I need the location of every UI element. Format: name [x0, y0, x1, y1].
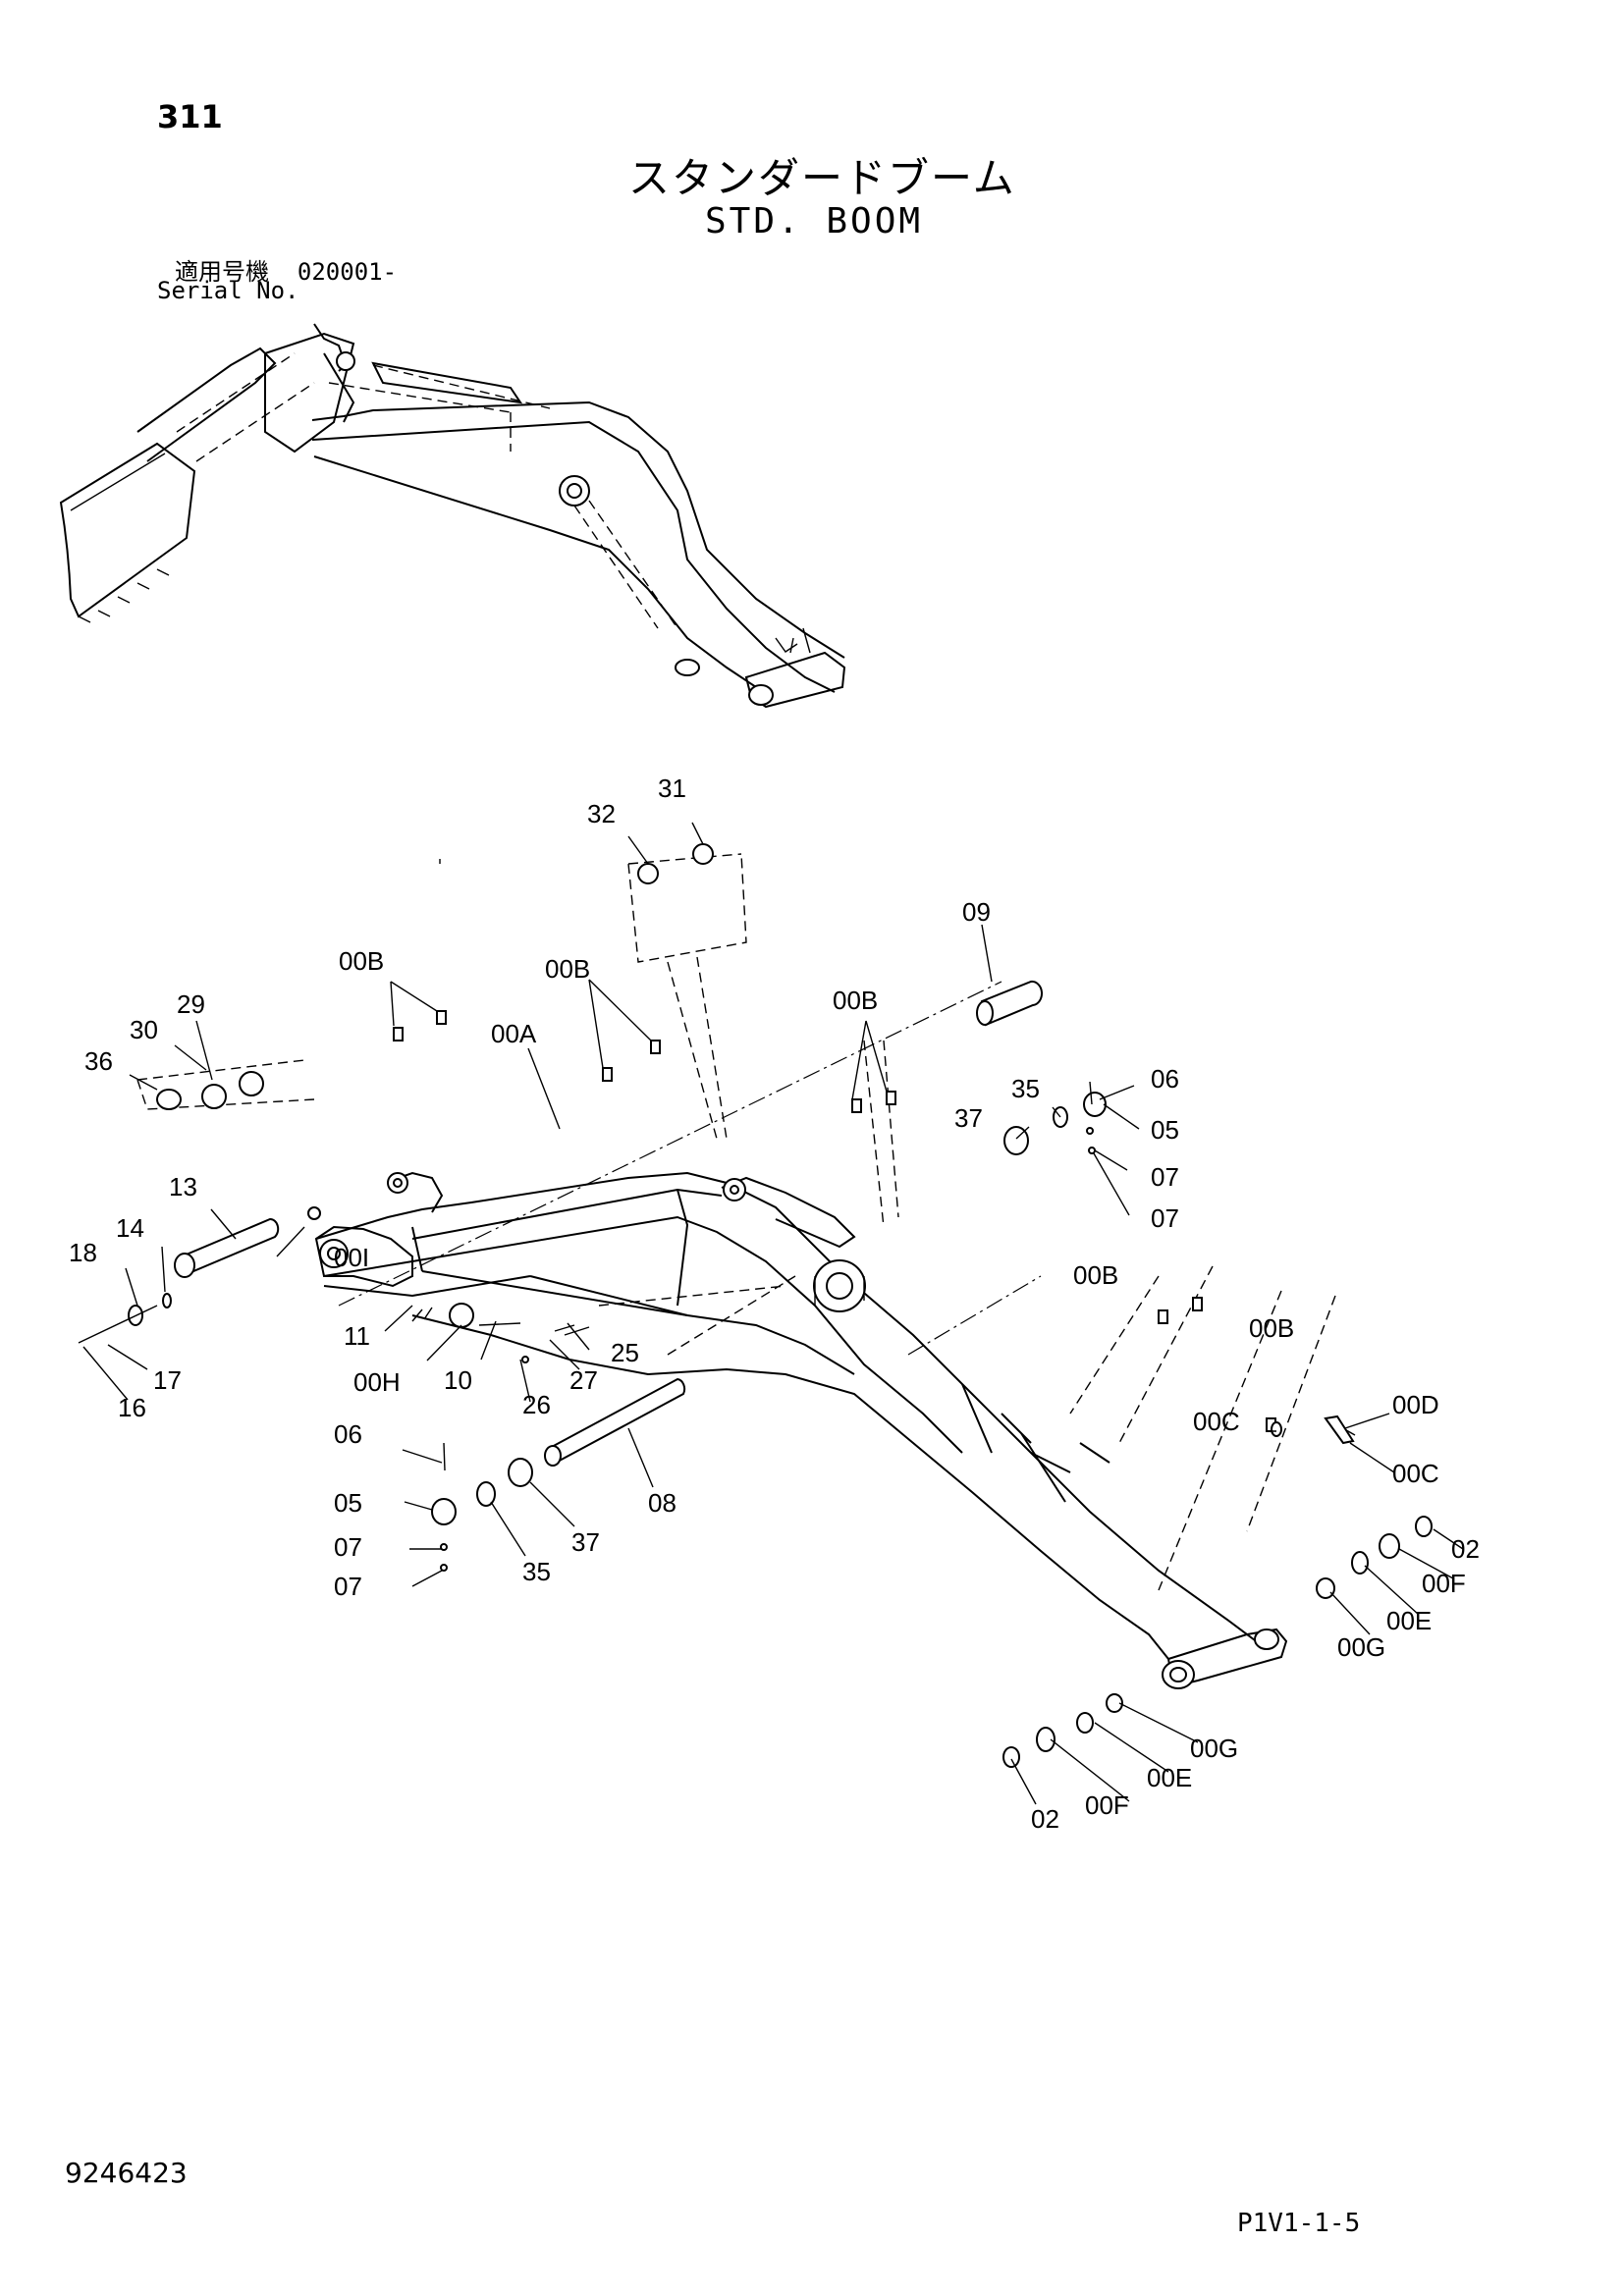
callout-00c: 00C	[1193, 1407, 1240, 1436]
callout-08: 08	[648, 1488, 677, 1518]
callout-00g: 00G	[1337, 1632, 1385, 1662]
callout-30: 30	[130, 1015, 158, 1044]
callout-00b: 00B	[545, 954, 590, 984]
callout-18: 18	[69, 1238, 97, 1267]
callout-35: 35	[1011, 1074, 1040, 1103]
serial-value: 020001-	[297, 258, 398, 286]
callout-00b: 00B	[833, 986, 878, 1015]
callout-10: 10	[444, 1365, 472, 1395]
callout-31: 31	[658, 774, 686, 803]
callout-37: 37	[954, 1103, 983, 1133]
callout-00c: 00C	[1392, 1459, 1439, 1488]
callout-05: 05	[1151, 1115, 1179, 1145]
callout-00d: 00D	[1392, 1390, 1439, 1419]
callout-06: 06	[1151, 1064, 1179, 1094]
callout-00b: 00B	[1249, 1313, 1294, 1343]
callout-07: 07	[334, 1532, 362, 1562]
callout-05: 05	[334, 1488, 362, 1518]
serial-label-ja: 適用号機	[175, 258, 269, 286]
callout-09: 09	[962, 897, 991, 927]
callout-00g: 00G	[1190, 1734, 1238, 1763]
callout-07: 07	[1151, 1162, 1179, 1192]
callout-32: 32	[587, 799, 616, 828]
callout-00f: 00F	[1422, 1569, 1466, 1598]
callout-02: 02	[1451, 1534, 1480, 1564]
callout-11: 11	[344, 1321, 370, 1351]
callout-00b: 00B	[339, 946, 384, 976]
serial-label-en: Serial No.	[157, 277, 299, 304]
page-code: P1V1-1-5	[1237, 2209, 1361, 2238]
overview-illustration	[59, 323, 846, 709]
document-number: 9246423	[65, 2157, 188, 2189]
callout-35: 35	[522, 1557, 551, 1586]
exploded-boom-view: 32 31 09 00B 00B 00B 00B 00B 00A 29 30 3…	[69, 774, 1480, 1834]
callout-02: 02	[1031, 1804, 1059, 1834]
callout-07: 07	[334, 1572, 362, 1601]
callout-00e: 00E	[1147, 1763, 1192, 1792]
callout-25: 25	[611, 1338, 639, 1367]
callout-36: 36	[84, 1046, 113, 1076]
callout-06: 06	[334, 1419, 362, 1449]
callout-00a: 00A	[491, 1019, 537, 1048]
callout-29: 29	[177, 989, 205, 1019]
callout-00i: 00I	[334, 1243, 369, 1272]
page-number: 311	[157, 98, 223, 135]
callout-00e: 00E	[1386, 1606, 1432, 1635]
callout-37: 37	[571, 1527, 600, 1557]
title-english: STD. BOOM	[705, 201, 924, 241]
callout-16: 16	[118, 1393, 146, 1422]
callout-26: 26	[522, 1390, 551, 1419]
callout-07: 07	[1151, 1203, 1179, 1233]
callout-00h: 00H	[353, 1367, 401, 1397]
callout-27: 27	[569, 1365, 598, 1395]
serial-applicability: 適用号機 020001-	[175, 252, 397, 287]
callout-14: 14	[116, 1213, 144, 1243]
callout-17: 17	[153, 1365, 182, 1395]
callout-00b: 00B	[1073, 1260, 1118, 1290]
callout-00f: 00F	[1085, 1790, 1129, 1820]
title-japanese: スタンダードブーム	[628, 154, 1016, 202]
callout-13: 13	[169, 1172, 197, 1201]
